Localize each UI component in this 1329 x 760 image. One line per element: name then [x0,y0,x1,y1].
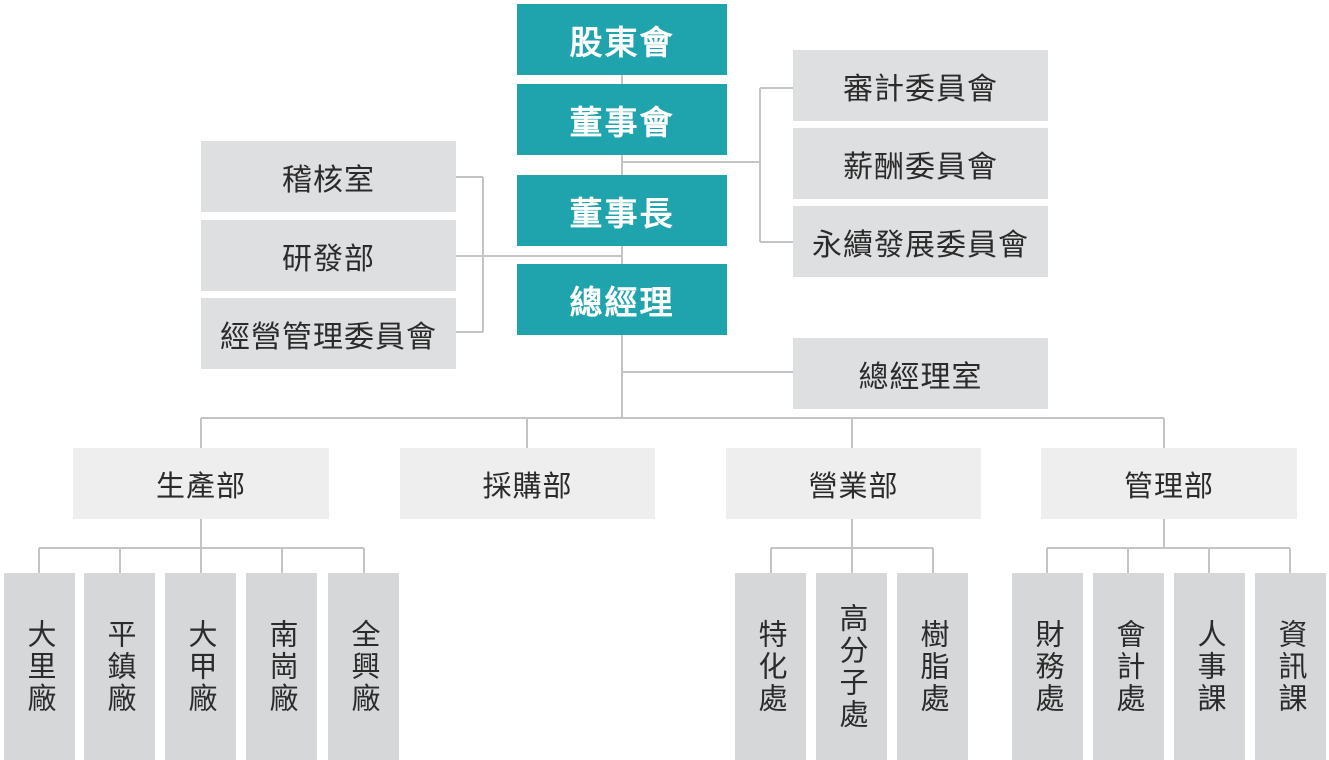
plant-box: 大甲廠 [165,573,236,760]
shareholders-meeting-box: 股東會 [517,4,727,75]
sales-division-box: 特化處 [735,573,806,760]
rnd-department-box: 研發部 [201,220,456,291]
sales-department-box: 營業部 [726,448,981,519]
president-box: 總經理 [517,264,727,335]
plant-box: 平鎮廠 [84,573,155,760]
plant-box: 全興廠 [328,573,399,760]
plant-box: 大里廠 [4,573,75,760]
sustainability-committee-box: 永續發展委員會 [793,206,1048,277]
president-office-box: 總經理室 [793,338,1048,409]
management-committee-box: 經營管理委員會 [201,298,456,369]
administration-department-box: 管理部 [1041,448,1297,519]
sales-division-box: 樹脂處 [897,573,968,760]
chairman-box: 董事長 [517,175,727,246]
remuneration-committee-box: 薪酬委員會 [793,128,1048,199]
purchasing-department-box: 採購部 [400,448,655,519]
admin-section-box: 財務處 [1012,573,1083,760]
production-department-box: 生產部 [73,448,329,519]
audit-committee-box: 審計委員會 [793,50,1048,121]
admin-section-box: 會計處 [1093,573,1164,760]
sales-division-box: 高分子處 [816,573,887,760]
admin-section-box: 資訊課 [1255,573,1326,760]
audit-office-box: 稽核室 [201,141,456,212]
admin-section-box: 人事課 [1174,573,1245,760]
board-of-directors-box: 董事會 [517,84,727,155]
plant-box: 南崗廠 [246,573,317,760]
